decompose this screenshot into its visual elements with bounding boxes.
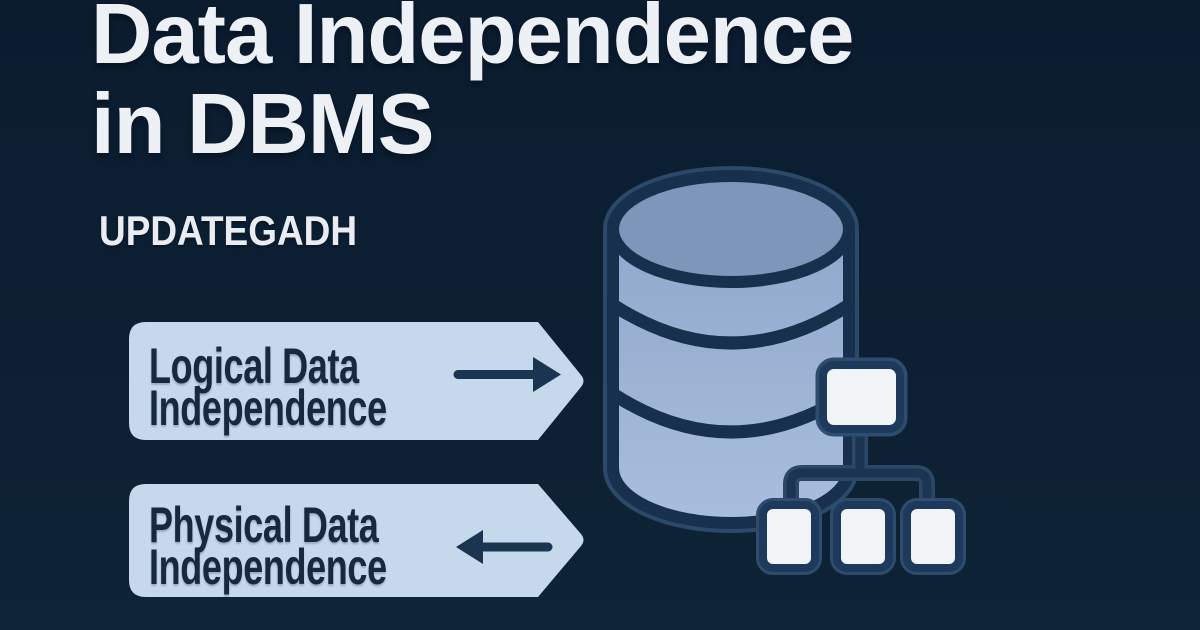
- node-child-middle-box: [833, 501, 893, 572]
- page-title-line2: in DBMS: [91, 77, 434, 172]
- arrow-right-head: [533, 357, 561, 392]
- cylinder-band-upper: [609, 299, 853, 350]
- banner-logical-label-line1: Logical Data: [149, 338, 359, 394]
- cylinder-top-ellipse: [607, 170, 855, 288]
- node-parent-box: [819, 361, 904, 433]
- banner-physical-label-line1: Physical Data: [149, 497, 379, 553]
- brand-wordmark: UPDATEGADH: [99, 207, 358, 254]
- banner-logical-label-line2: Independence: [149, 380, 387, 436]
- banner-physical-label-line2: Independence: [149, 539, 387, 595]
- node-child-right-box: [903, 501, 963, 572]
- banner-physical: [129, 484, 584, 597]
- banner-logical: [129, 322, 584, 440]
- arrow-left-head: [456, 530, 483, 564]
- node-child-left-box: [759, 501, 819, 572]
- flow-arrow-right-icon: [453, 357, 561, 392]
- banner-physical-shape: [129, 484, 584, 597]
- tree-node-child-right: [900, 498, 966, 575]
- database-cylinder-icon: [603, 166, 859, 533]
- tree-node-parent: [815, 357, 908, 437]
- tree-node-child-left: [756, 498, 822, 575]
- tree-node-child-middle: [830, 498, 896, 575]
- page-title-line1: Data Independence: [91, 0, 854, 82]
- banner-logical-shape: [129, 322, 584, 440]
- banner-physical-label: Physical Data Independence: [149, 497, 387, 595]
- schema-node-tree-icon: [756, 357, 966, 575]
- banner-logical-label: Logical Data Independence: [149, 338, 387, 436]
- page-title: Data Independence in DBMS: [91, 0, 854, 172]
- flow-arrow-left-icon: [456, 530, 553, 564]
